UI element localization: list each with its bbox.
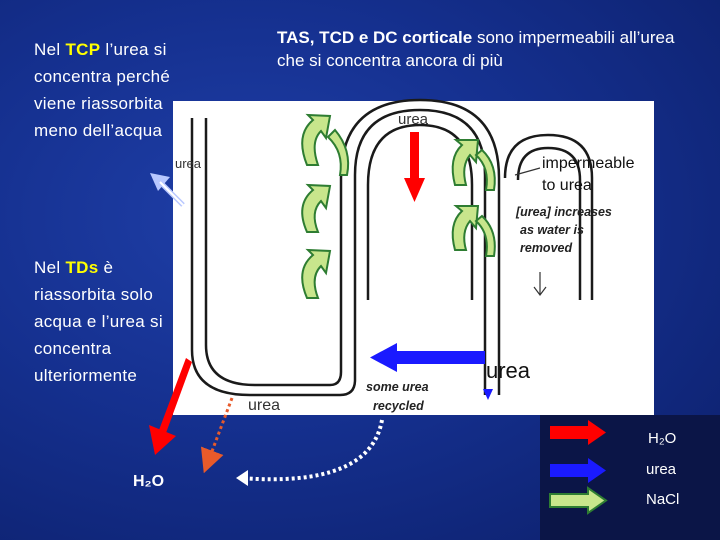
- urea-left-label: urea: [175, 156, 202, 171]
- increases-label-2: as water is: [520, 223, 584, 237]
- urea-triangle-icon: [483, 389, 493, 400]
- nacl-arrow-1b: [326, 128, 350, 176]
- increases-label-3: removed: [520, 241, 572, 255]
- tubule-outlines: [190, 98, 594, 397]
- nacl-arrow-3: [301, 248, 332, 299]
- water-arrow-loop: [404, 132, 425, 202]
- urea-recycle-arrow: [370, 343, 485, 372]
- tcp-paragraph: Nel TCP l’urea si concentra perché viene…: [34, 36, 174, 144]
- increases-label-1: [urea] increases: [515, 205, 612, 219]
- recycle-dotted-arrow: [236, 419, 384, 486]
- impermeable-label-2: to urea: [542, 177, 592, 194]
- tcp-prefix: Nel: [34, 40, 66, 59]
- urea-right-label: urea: [486, 358, 531, 383]
- diagram-labels: urea urea urea urea impermeable to urea …: [175, 111, 635, 414]
- recycled-label-1: some urea: [366, 380, 429, 394]
- legend-water-arrow: [550, 420, 606, 445]
- nacl-arrow-4: [451, 139, 480, 186]
- water-arrow-bottom: [149, 358, 192, 455]
- nacl-arrows: [301, 113, 496, 299]
- legend-water-label: H₂O: [648, 430, 677, 447]
- legend-nacl-label: NaCl: [646, 491, 680, 508]
- tds-highlight: TDs: [65, 258, 99, 277]
- nacl-arrow-5b: [474, 214, 496, 257]
- legend-swatches: [549, 420, 608, 515]
- impermeable-bold: TAS, TCD e DC corticale: [277, 28, 473, 47]
- impermeable-label-1: impermeable: [542, 155, 635, 172]
- tcp-suffix: l’urea si concentra perché viene riassor…: [34, 40, 171, 140]
- impermeable-rest: sono impermeabili all’urea che si concen…: [277, 28, 675, 70]
- tds-paragraph: Nel TDs è riassorbita solo acqua e l’ure…: [34, 254, 174, 389]
- legend-urea-arrow: [550, 458, 606, 483]
- tds-prefix: Nel: [34, 258, 66, 277]
- tcp-highlight: TCP: [65, 40, 101, 59]
- nacl-arrow-4b: [474, 148, 496, 191]
- nacl-arrow-2: [301, 183, 332, 233]
- legend-urea-label: urea: [646, 461, 677, 478]
- urea-top-label: urea: [398, 111, 429, 128]
- nacl-arrow-5: [451, 205, 480, 251]
- impermeable-paragraph: TAS, TCD e DC corticale sono impermeabil…: [277, 26, 677, 72]
- urea-outline-arrow: [150, 173, 185, 207]
- tds-suffix: è riassorbita solo acqua e l’urea si con…: [34, 258, 163, 385]
- nacl-arrow-1: [301, 113, 332, 166]
- h2o-bottom-label: H₂O: [133, 473, 165, 490]
- urea-bottom-label: urea: [248, 397, 280, 414]
- legend-nacl-arrow: [549, 486, 608, 515]
- impermeable-pointer: [514, 167, 541, 176]
- down-pointer: [533, 272, 547, 296]
- recycled-label-2: recycled: [373, 399, 424, 413]
- water-dotted-arrow: [200, 397, 234, 474]
